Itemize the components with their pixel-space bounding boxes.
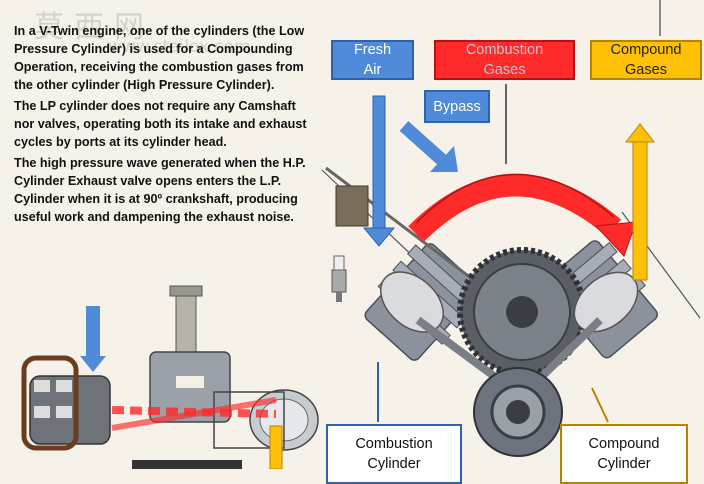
description-text: In a V-Twin engine, one of the cylinders… [14, 22, 310, 229]
gas-flow-red-2 [111, 397, 277, 431]
combustion-gases-label: Combustion Gases [434, 40, 575, 80]
watermark-chinese: 莫西网 [34, 10, 154, 45]
combustion-cylinder-label: Combustion Cylinder [326, 424, 462, 484]
description-paragraph-3: The high pressure wave generated when th… [14, 156, 306, 224]
watermark-url: www.stailox.com [108, 37, 251, 57]
cylinder-head-left [21, 355, 111, 451]
cylinder-right [213, 389, 319, 451]
compound-marker-small [269, 425, 283, 469]
bypass-arrow [399, 121, 458, 172]
compound-gas-arrow [624, 123, 656, 281]
v-twin-engine [325, 166, 659, 457]
fresh-air-label: Fresh Air [331, 40, 414, 80]
rocker-arm [335, 185, 369, 227]
connecting-rod [175, 289, 197, 355]
bottom-gear [132, 460, 242, 469]
fresh-air-arrow-small [80, 356, 106, 372]
compound-cylinder-label: Compound Cylinder [560, 424, 688, 484]
compound-gases-label: Compound Gases [590, 40, 702, 80]
bypass-label: Bypass [424, 90, 490, 123]
compound-engine-illustration [21, 285, 319, 469]
description-paragraph-1: In a V-Twin engine, one of the cylinders… [14, 24, 305, 92]
crankshaft-flywheel [473, 367, 563, 457]
engine-diagram [21, 0, 701, 469]
fresh-air-arrow [362, 95, 396, 247]
spark-plug [331, 255, 347, 302]
compound-cylinder-connector [591, 387, 609, 423]
description-paragraph-2: The LP cylinder does not require any Cam… [14, 99, 307, 149]
combustion-gas-arrow [408, 173, 637, 257]
